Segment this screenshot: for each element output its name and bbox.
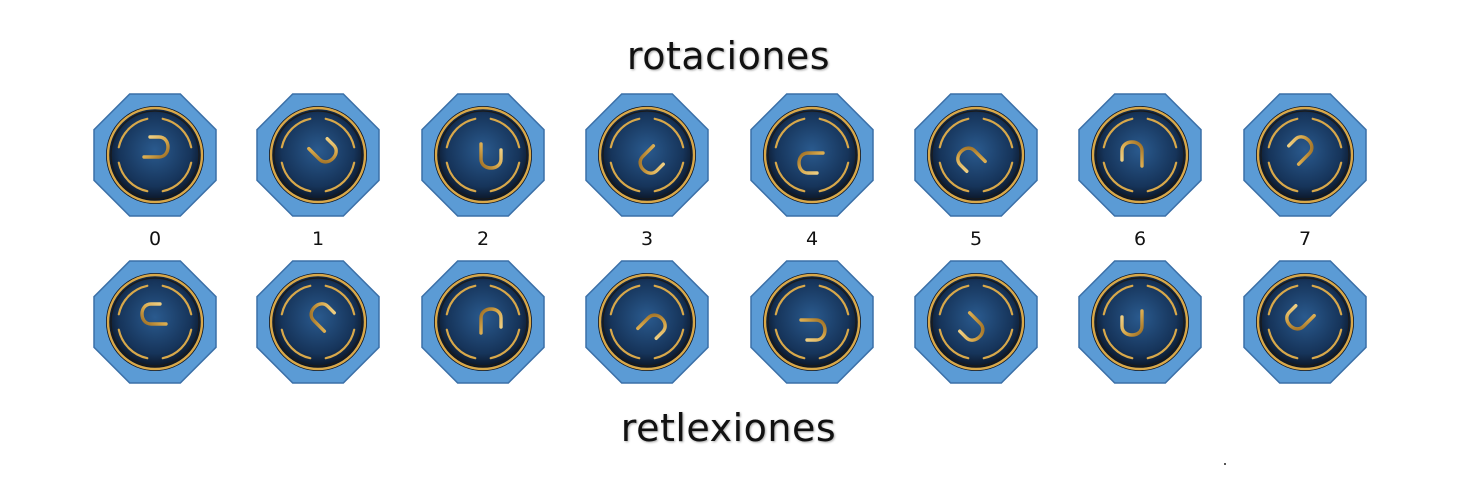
- reflection-coin-2: [416, 255, 550, 389]
- rotations-title: rotaciones: [626, 34, 831, 78]
- stray-dot: [1224, 463, 1226, 465]
- reflection-coin-3: [580, 255, 714, 389]
- index-label-2: 2: [476, 228, 490, 250]
- index-label-6: 6: [1133, 228, 1147, 250]
- gold-symbol-mirrored-icon: [93, 260, 217, 384]
- reflection-coin-0: [88, 255, 222, 389]
- gold-symbol-icon: [750, 93, 874, 217]
- gold-symbol-mirrored-icon: [585, 260, 709, 384]
- rotation-coin-5: [909, 88, 1043, 222]
- rotation-coin-0: [88, 88, 222, 222]
- gold-symbol-mirrored-icon: [1243, 260, 1367, 384]
- reflection-coin-4: [745, 255, 879, 389]
- gold-symbol-mirrored-icon: [1078, 260, 1202, 384]
- reflections-title: retlexiones: [620, 406, 837, 450]
- rotation-coin-4: [745, 88, 879, 222]
- index-label-5: 5: [969, 228, 983, 250]
- gold-symbol-icon: [1078, 93, 1202, 217]
- rotation-coin-6: [1073, 88, 1207, 222]
- index-label-1: 1: [311, 228, 325, 250]
- reflection-coin-5: [909, 255, 1043, 389]
- gold-symbol-mirrored-icon: [914, 260, 1038, 384]
- index-label-0: 0: [148, 228, 162, 250]
- reflection-coin-1: [251, 255, 385, 389]
- index-label-4: 4: [805, 228, 819, 250]
- index-label-3: 3: [640, 228, 654, 250]
- reflection-coin-6: [1073, 255, 1207, 389]
- gold-symbol-mirrored-icon: [256, 260, 380, 384]
- rotation-coin-2: [416, 88, 550, 222]
- gold-symbol-mirrored-icon: [750, 260, 874, 384]
- gold-symbol-icon: [1243, 93, 1367, 217]
- rotation-coin-3: [580, 88, 714, 222]
- rotation-coin-7: [1238, 88, 1372, 222]
- gold-symbol-icon: [421, 93, 545, 217]
- gold-symbol-icon: [914, 93, 1038, 217]
- gold-symbol-icon: [93, 93, 217, 217]
- rotation-coin-1: [251, 88, 385, 222]
- gold-symbol-mirrored-icon: [421, 260, 545, 384]
- gold-symbol-icon: [585, 93, 709, 217]
- gold-symbol-icon: [256, 93, 380, 217]
- index-label-7: 7: [1298, 228, 1312, 250]
- reflection-coin-7: [1238, 255, 1372, 389]
